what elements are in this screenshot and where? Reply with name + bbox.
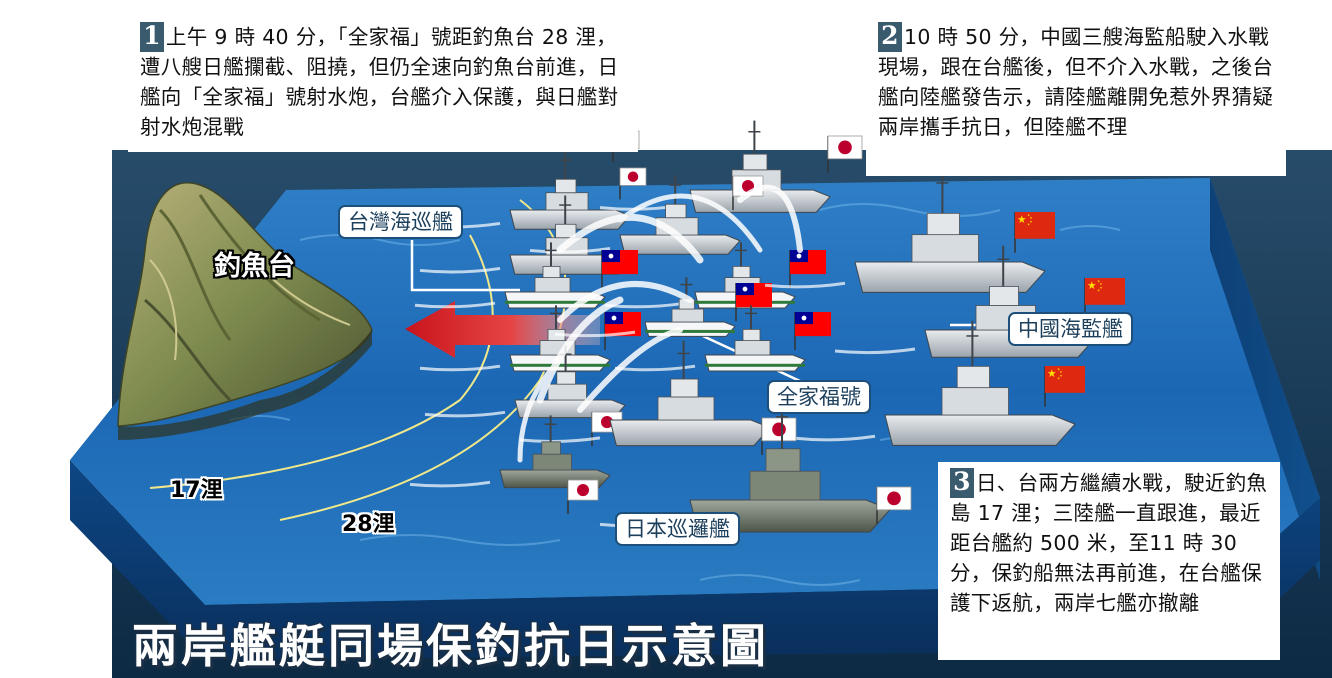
ship-icon-china-3 bbox=[794, 320, 1076, 446]
taiwan-flag-icon-3 bbox=[735, 283, 772, 322]
note-step-1-text: 上午 9 時 40 分，「全家福」號距釣魚台 28 浬，遭八艘日艦攔截、阻撓，但… bbox=[140, 25, 619, 139]
japan-flag-icon-2 bbox=[619, 167, 647, 200]
japan-flag-icon-3 bbox=[827, 135, 863, 173]
island-label: 釣魚台 bbox=[214, 251, 295, 282]
japan-flag-icon-7 bbox=[567, 479, 599, 515]
ships-group bbox=[409, 120, 1125, 533]
note-step-1-number: 1 bbox=[140, 22, 164, 52]
ship-icon-china-1 bbox=[764, 167, 1046, 293]
note-step-2-number: 2 bbox=[878, 22, 902, 52]
sea-side-face bbox=[1210, 178, 1320, 580]
note-step-3-text: 日、台兩方繼續水戰，駛近釣魚島 17 浬；三陸艦一直跟進，最近距台艦約 500 … bbox=[950, 471, 1268, 615]
china-flag-icon-1 bbox=[1014, 212, 1055, 253]
japan-flag-icon-8 bbox=[876, 486, 912, 524]
distance-28-label: 28浬 bbox=[342, 512, 395, 537]
ship-icon-japan-6 bbox=[519, 340, 771, 447]
note-step-3-number: 3 bbox=[950, 468, 974, 498]
label-china-ships: 中國海監艦 bbox=[1008, 312, 1133, 346]
distance-17-label: 17浬 bbox=[170, 478, 223, 503]
taiwan-flag-icon-5 bbox=[794, 312, 831, 351]
arc-17-nautical-miles bbox=[149, 234, 494, 489]
label-protest-boat: 全家福號 bbox=[767, 380, 871, 414]
label-taiwan-ships: 台灣海巡艦 bbox=[338, 205, 463, 239]
taiwan-flag-icon-1 bbox=[601, 250, 638, 289]
label-japan-ships: 日本巡邏艦 bbox=[615, 512, 740, 546]
water-cannon-sprays bbox=[517, 184, 803, 463]
note-step-2-text: 10 時 50 分，中國三艘海監船駛入水戰現場，跟在台艦後，但不介入水戰，之後台… bbox=[878, 25, 1274, 139]
ship-icon-japan-8 bbox=[599, 400, 891, 533]
china-flag-icon-2 bbox=[1084, 278, 1125, 319]
island-icon bbox=[117, 182, 373, 440]
taiwan-flag-icon-2 bbox=[789, 250, 826, 289]
china-flag-icon-3 bbox=[1044, 366, 1085, 407]
page-title: 兩岸艦艇同場保釣抗日示意圖 bbox=[132, 619, 769, 673]
